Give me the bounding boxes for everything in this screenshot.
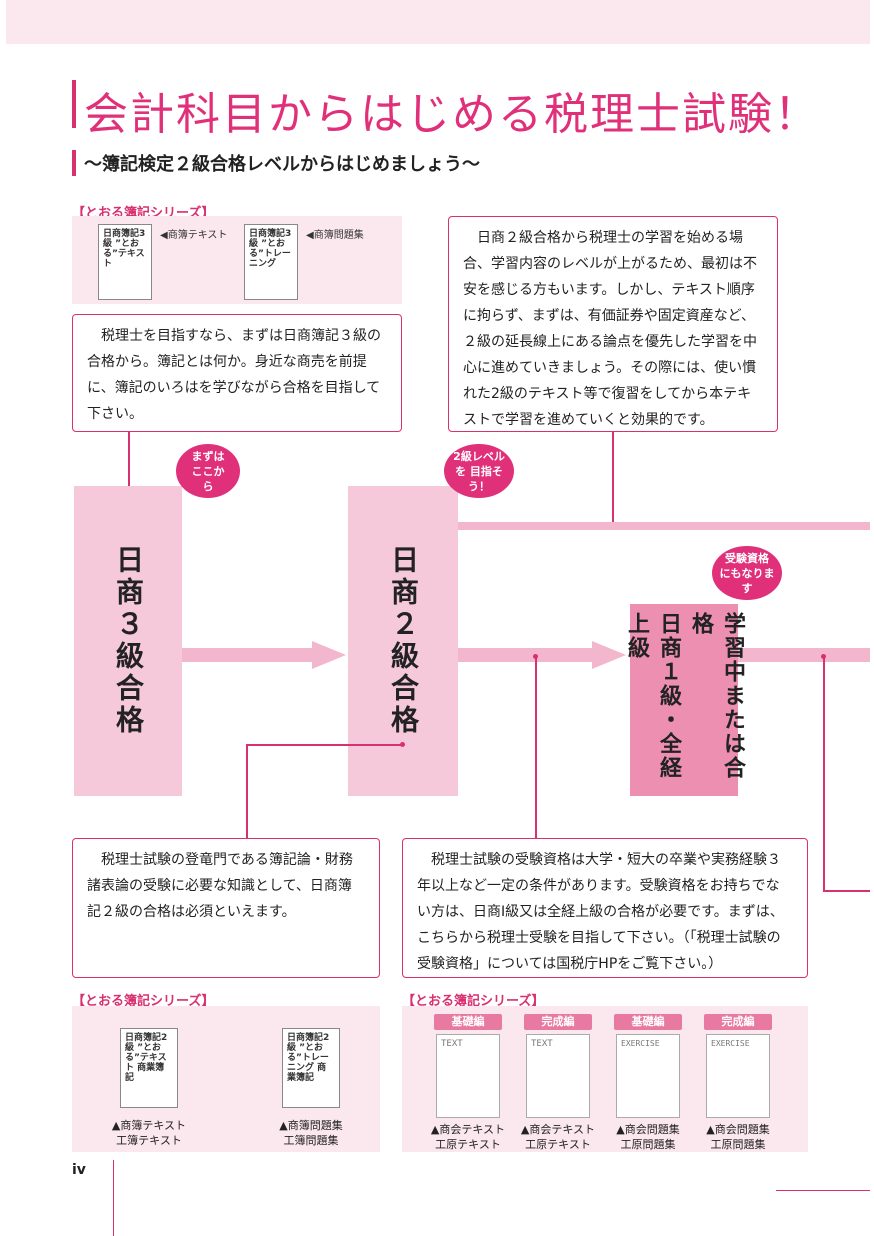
bubble-start-here: まずは ここから	[176, 444, 240, 498]
level-tag: 完成編	[524, 1014, 592, 1030]
connector-n3-h	[246, 744, 402, 746]
band-2-to-1	[458, 648, 594, 662]
book-caption: ▲商会問題集 工原問題集	[616, 1123, 680, 1151]
note-grade2-required: 税理士試験の登竜門である簿記論・財務諸表論の受験に必要な知識として、日商簿記２級…	[72, 838, 380, 978]
book-cover-2-training: 日商簿記2級 ”とおる”トレーニング 商業簿記	[282, 1028, 340, 1108]
series-label-bottom-left: 【とおる簿記シリーズ】	[72, 994, 215, 1009]
level-tag: 完成編	[704, 1014, 772, 1030]
upper-band	[458, 522, 870, 530]
top-band	[6, 0, 870, 44]
arrow-3-to-2	[312, 641, 346, 669]
band-1-right	[738, 648, 870, 662]
connector-n4-v	[535, 656, 537, 840]
book-caption-2-text: ▲商簿テキスト 工簿テキスト	[111, 1119, 187, 1147]
stage-grade1: 日商１級・全経上級 学習中または合格	[624, 604, 745, 796]
stage-grade2: 日商２級合格	[348, 486, 458, 796]
connector-n3-v	[246, 744, 248, 838]
book-cover-3-text: 日商簿記3級 ”とおる”テキスト	[98, 224, 152, 300]
book-cover-text-complete: TEXT	[526, 1034, 590, 1118]
title-accent-bar	[72, 80, 76, 128]
book-caption-3-text: ◀商簿テキスト	[160, 230, 228, 241]
page-subtitle: 〜簿記検定２級合格レベルからはじめましょう〜	[84, 154, 480, 175]
connector-n2	[612, 432, 614, 528]
book-caption-3-training: ◀商簿問題集	[306, 230, 364, 241]
note-grade2-start: 日商２級合格から税理士の学習を始める場合、学習内容のレベルが上がるため、最初は不…	[448, 216, 778, 432]
top-books-panel: 日商簿記3級 ”とおる”テキスト ◀商簿テキスト 日商簿記3級 ”とおる”トレー…	[72, 216, 402, 304]
arrow-2-to-1	[592, 641, 626, 669]
connector-right-v	[823, 656, 825, 890]
connector-dot	[400, 742, 405, 747]
stage-grade3: 日商３級合格	[74, 486, 182, 796]
footer-rule	[776, 1190, 870, 1191]
subtitle-accent-bar	[72, 150, 76, 176]
book-cover-3-training: 日商簿記3級 ”とおる”トレーニング	[244, 224, 298, 300]
page-margin-line	[113, 1160, 114, 1236]
bubble-qualification: 受験資格 にもなります	[712, 546, 782, 600]
book-cover-exercise-basic: EXERCISE	[616, 1034, 680, 1118]
connector-n1	[128, 432, 130, 510]
book-cover-text-basic: TEXT	[436, 1034, 500, 1118]
note-grade3: 税理士を目指すなら、まずは日商簿記３級の合格から。簿記とは何か。身近な商売を前提…	[72, 314, 402, 432]
book-caption-2-training: ▲商簿問題集 工簿問題集	[279, 1119, 343, 1147]
band-3-to-2	[182, 648, 318, 662]
note-qualification: 税理士試験の受験資格は大学・短大の卒業や実務経験３年以上など一定の条件があります…	[402, 838, 808, 978]
book-caption: ▲商会テキスト 工原テキスト	[430, 1123, 506, 1151]
level-tag: 基礎編	[434, 1014, 502, 1030]
book-cover-2-text: 日商簿記2級 ”とおる”テキスト 商業簿記	[120, 1028, 178, 1108]
bubble-aim-grade2: 2級レベルを 目指そう！	[444, 444, 514, 498]
level-tag: 基礎編	[614, 1014, 682, 1030]
connector-right-h	[823, 890, 870, 892]
bottom-left-books-panel: 日商簿記2級 ”とおる”テキスト 商業簿記 ▲商簿テキスト 工簿テキスト 日商簿…	[72, 1006, 380, 1152]
book-cover-exercise-complete: EXERCISE	[706, 1034, 770, 1118]
page-number: iv	[72, 1162, 86, 1178]
series-label-bottom-right: 【とおる簿記シリーズ】	[402, 994, 545, 1009]
book-caption: ▲商会テキスト 工原テキスト	[520, 1123, 596, 1151]
book-caption: ▲商会問題集 工原問題集	[706, 1123, 770, 1151]
bottom-right-books-panel: 基礎編 TEXT ▲商会テキスト 工原テキスト 完成編 TEXT ▲商会テキスト…	[402, 1006, 808, 1152]
page-title: 会計科目からはじめる税理士試験！	[84, 89, 820, 140]
